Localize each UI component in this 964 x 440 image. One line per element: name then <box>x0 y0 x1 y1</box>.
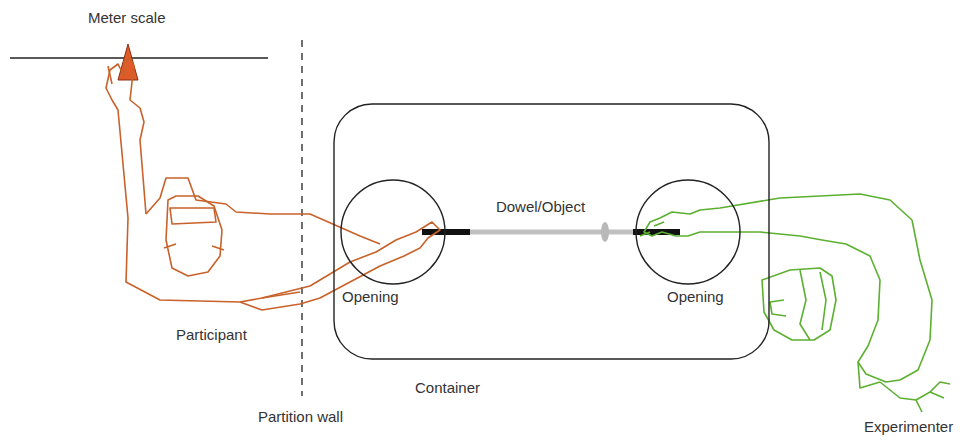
opening-circle: Opening <box>340 178 446 313</box>
dowel-end <box>422 229 470 235</box>
experimenter-figure <box>640 194 950 412</box>
node-label: Container <box>415 379 480 397</box>
container-box-outline <box>333 103 770 408</box>
node-label: Opening <box>342 288 399 306</box>
pointer-marker <box>118 44 138 80</box>
scale-label: Meter scale <box>88 9 166 27</box>
dowel-knob <box>601 222 609 242</box>
figure-label: Experimenter <box>864 418 953 436</box>
figure-label: Participant <box>176 326 247 344</box>
meter-scale-line <box>10 57 268 59</box>
opening-circle: Opening <box>635 178 741 313</box>
wall-label: Partition wall <box>258 408 343 426</box>
participant-figure <box>106 58 440 310</box>
node-label: Opening <box>667 288 724 306</box>
container-box: Container Opening Opening <box>333 103 770 408</box>
edge-label: Dowel/Object <box>494 198 587 216</box>
partition-wall <box>301 40 302 396</box>
